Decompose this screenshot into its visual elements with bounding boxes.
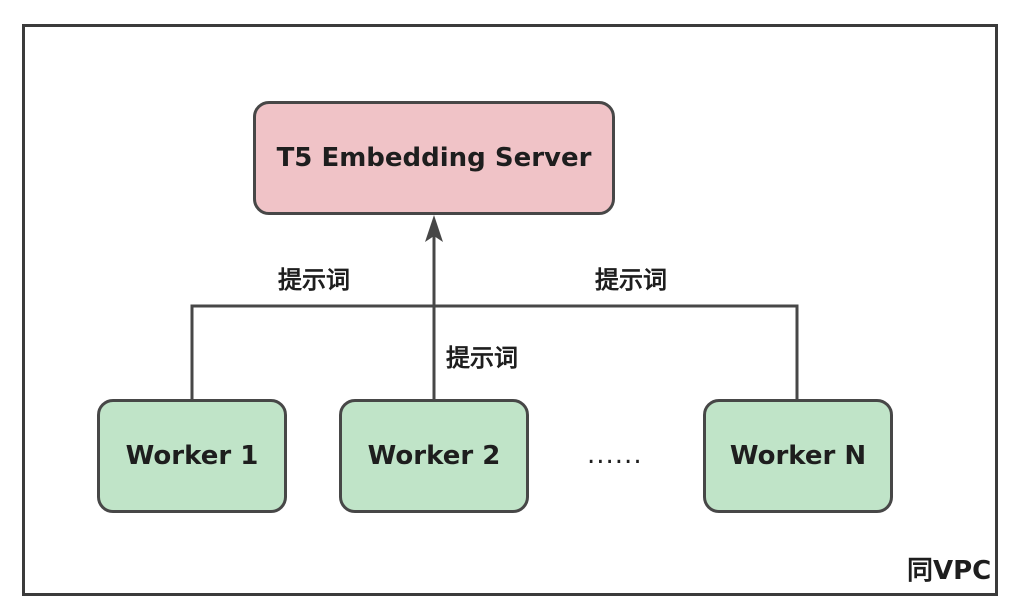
server-label: T5 Embedding Server xyxy=(276,143,592,173)
fan-in-line xyxy=(190,304,799,399)
t5-embedding-server-node: T5 Embedding Server xyxy=(253,101,615,215)
edge-label-right: 提示词 xyxy=(595,266,667,294)
worker-label: Worker 1 xyxy=(125,441,259,471)
edge-label-middle: 提示词 xyxy=(446,344,518,372)
worker-n-node: Worker N xyxy=(703,399,893,513)
edge-label-left: 提示词 xyxy=(278,266,350,294)
vpc-label: 同VPC xyxy=(907,556,992,586)
arrow-head-icon xyxy=(425,215,443,242)
worker-label: Worker 2 xyxy=(367,441,501,471)
worker-label: Worker N xyxy=(729,441,867,471)
worker-1-node: Worker 1 xyxy=(97,399,287,513)
ellipsis: ...... xyxy=(587,440,643,470)
vpc-boundary xyxy=(22,24,998,596)
worker-2-node: Worker 2 xyxy=(339,399,529,513)
